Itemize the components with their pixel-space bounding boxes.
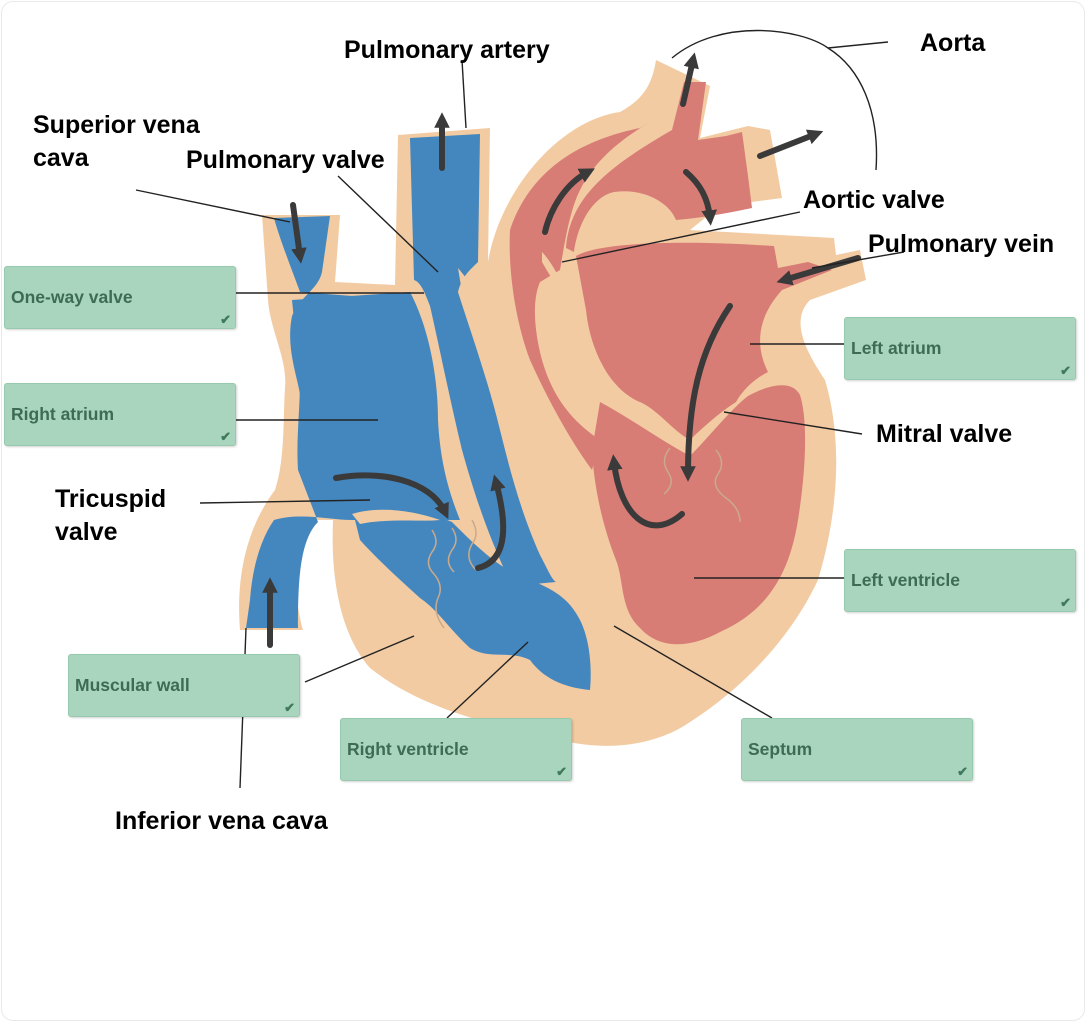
dropzone-right-atrium[interactable]: Right atrium ✔ (4, 383, 236, 446)
dropzone-muscular-wall[interactable]: Muscular wall ✔ (68, 654, 300, 717)
label-tricuspid-valve-line2: valve (55, 518, 118, 546)
label-pulmonary-valve: Pulmonary valve (186, 146, 385, 174)
dropzone-right-atrium-text: Right atrium (11, 404, 115, 424)
right-atrium-chamber (246, 292, 460, 628)
leader-muscular-wall (304, 635, 415, 683)
leader-mitral-valve (723, 411, 863, 435)
flow-arrows (262, 52, 861, 648)
label-superior-vena-cava-line1: Superior vena (33, 111, 200, 139)
left-upper-chamber (509, 122, 650, 470)
arrow-la-to-lv (680, 303, 733, 482)
check-icon: ✔ (284, 700, 295, 715)
arrow-lv-to-aorta (542, 168, 595, 235)
dropzone-muscular-wall-text: Muscular wall (75, 675, 190, 695)
chordae-tendineae (427, 447, 741, 629)
label-tricuspid-valve-line1: Tricuspid (55, 485, 167, 513)
arrow-aorta-up (680, 52, 699, 107)
dropzone-left-atrium-text: Left atrium (851, 338, 942, 358)
check-icon: ✔ (220, 312, 231, 327)
pulmonary-artery-vessel (410, 134, 556, 586)
check-icon: ✔ (220, 429, 231, 444)
leader-pulmonary-artery (461, 59, 467, 129)
leader-lines (135, 29, 905, 789)
dropzone-left-ventricle[interactable]: Left ventricle ✔ (844, 549, 1076, 612)
leader-septum (613, 625, 773, 719)
arrow-rv-to-pa (475, 474, 507, 571)
leader-superior-vena-cava (135, 189, 291, 223)
dropzone-septum[interactable]: Septum ✔ (741, 718, 973, 781)
leader-aorta (671, 29, 889, 171)
dropzone-septum-text: Septum (748, 739, 813, 759)
label-inferior-vena-cava: Inferior vena cava (115, 807, 328, 835)
left-atrium-chamber (576, 242, 832, 440)
leader-aortic-valve (561, 211, 801, 263)
arrow-aortic-descend (683, 169, 717, 226)
arrow-aorta-right (757, 129, 824, 159)
dropzone-left-atrium[interactable]: Left atrium ✔ (844, 317, 1076, 380)
arrow-ra-to-rv (333, 472, 449, 520)
dropzone-right-ventricle-text: Right ventricle (347, 739, 469, 759)
label-pulmonary-vein: Pulmonary vein (868, 230, 1055, 258)
check-icon: ✔ (556, 764, 567, 779)
label-pulmonary-artery: Pulmonary artery (344, 36, 550, 64)
arrow-lv-swirl (607, 454, 685, 529)
dropzone-right-ventricle[interactable]: Right ventricle ✔ (340, 718, 572, 781)
aortic-valve-flap (542, 252, 566, 290)
label-mitral-valve: Mitral valve (876, 420, 1013, 448)
label-superior-vena-cava-line2: cava (33, 144, 89, 172)
valve-flaps (352, 252, 566, 524)
pulmonary-valve-flap (458, 268, 490, 311)
tricuspid-valve-flap (352, 509, 440, 524)
right-ventricle-chamber (352, 504, 591, 690)
check-icon: ✔ (1060, 363, 1071, 378)
leader-pulmonary-valve (337, 175, 439, 273)
left-ventricle-chamber (592, 385, 806, 645)
check-icon: ✔ (957, 764, 968, 779)
leader-pulmonary-vein (811, 251, 905, 269)
leader-tricuspid-valve (199, 499, 371, 504)
arrow-svc-in (290, 202, 307, 264)
label-aorta: Aorta (920, 29, 986, 57)
dropzone-left-ventricle-text: Left ventricle (851, 570, 960, 590)
label-aortic-valve: Aortic valve (803, 186, 945, 214)
dropzone-one-way-valve[interactable]: One-way valve ✔ (4, 266, 236, 329)
dropzone-one-way-valve-text: One-way valve (11, 287, 133, 307)
check-icon: ✔ (1060, 595, 1071, 610)
leader-right-ventricle (446, 641, 529, 719)
right-heart-chambers (246, 134, 591, 690)
